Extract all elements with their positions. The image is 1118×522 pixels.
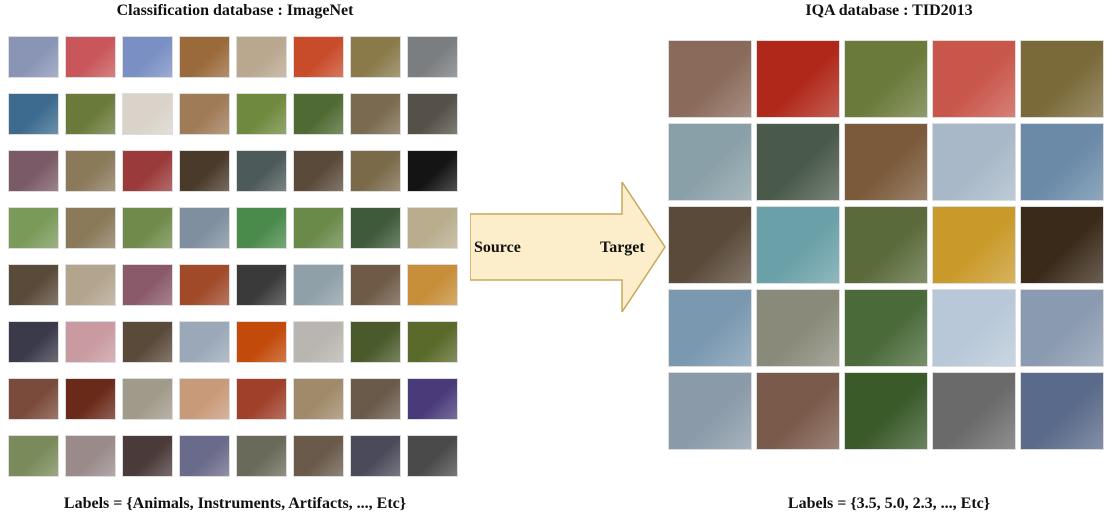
imagenet-thumbnail	[293, 264, 344, 306]
imagenet-thumbnail	[293, 93, 344, 135]
imagenet-thumbnail	[407, 36, 458, 78]
imagenet-thumbnail	[407, 378, 458, 420]
imagenet-thumbnail	[350, 378, 401, 420]
imagenet-thumbnail	[179, 378, 230, 420]
imagenet-thumbnail	[350, 435, 401, 477]
imagenet-thumbnail	[293, 378, 344, 420]
imagenet-thumbnail	[8, 264, 59, 306]
imagenet-thumbnail	[122, 150, 173, 192]
imagenet-thumbnail	[293, 321, 344, 363]
imagenet-thumbnail	[407, 321, 458, 363]
imagenet-thumbnail	[65, 378, 116, 420]
tid2013-thumbnail	[1020, 206, 1104, 284]
imagenet-thumbnail	[293, 435, 344, 477]
imagenet-thumbnail	[236, 150, 287, 192]
imagenet-thumbnail	[8, 378, 59, 420]
tid2013-thumbnail	[1020, 123, 1104, 201]
tid2013-thumbnail	[668, 123, 752, 201]
imagenet-thumbnail	[8, 435, 59, 477]
arrow-target-label: Target	[600, 239, 645, 256]
imagenet-thumbnail	[179, 36, 230, 78]
imagenet-thumbnail	[65, 435, 116, 477]
imagenet-thumbnail	[236, 378, 287, 420]
imagenet-thumbnail	[8, 93, 59, 135]
imagenet-thumbnail	[8, 150, 59, 192]
imagenet-thumbnail	[407, 207, 458, 249]
left-panel-labels: Labels = {Animals, Instruments, Artifact…	[63, 495, 407, 512]
tid2013-thumbnail	[756, 123, 840, 201]
imagenet-thumbnail	[236, 93, 287, 135]
tid2013-thumbnail	[932, 289, 1016, 367]
imagenet-thumbnail	[179, 435, 230, 477]
imagenet-thumbnail	[293, 36, 344, 78]
imagenet-thumbnail	[407, 93, 458, 135]
imagenet-thumbnail	[236, 264, 287, 306]
transfer-arrow: Source Target	[470, 182, 666, 312]
imagenet-thumbnail	[293, 150, 344, 192]
imagenet-thumbnail	[350, 150, 401, 192]
imagenet-thumbnail	[65, 150, 116, 192]
tid2013-thumbnail	[668, 206, 752, 284]
imagenet-thumbnail	[122, 435, 173, 477]
tid2013-thumbnail	[756, 289, 840, 367]
imagenet-thumbnail	[8, 321, 59, 363]
imagenet-thumbnail	[179, 321, 230, 363]
imagenet-thumbnail	[179, 150, 230, 192]
tid2013-thumbnail	[756, 206, 840, 284]
tid2013-thumbnail	[932, 206, 1016, 284]
tid2013-thumbnail	[1020, 40, 1104, 118]
right-panel-labels: Labels = {3.5, 5.0, 2.3, ..., Etc}	[787, 495, 991, 512]
tid2013-thumbnail	[668, 372, 752, 450]
imagenet-thumbnail	[179, 93, 230, 135]
imagenet-thumbnail	[65, 321, 116, 363]
imagenet-thumbnail	[407, 264, 458, 306]
imagenet-thumbnail	[350, 93, 401, 135]
imagenet-thumbnail	[293, 207, 344, 249]
tid2013-thumbnail	[1020, 289, 1104, 367]
tid2013-thumbnail	[844, 123, 928, 201]
imagenet-thumbnail	[350, 264, 401, 306]
imagenet-thumbnail	[65, 207, 116, 249]
imagenet-thumbnail	[122, 321, 173, 363]
imagenet-thumbnail	[407, 435, 458, 477]
imagenet-thumbnail	[179, 207, 230, 249]
tid2013-thumbnail	[1020, 372, 1104, 450]
imagenet-thumbnail	[122, 93, 173, 135]
imagenet-thumbnail	[65, 264, 116, 306]
imagenet-thumbnail	[122, 264, 173, 306]
imagenet-thumbnail	[350, 207, 401, 249]
tid2013-thumbnail	[932, 123, 1016, 201]
imagenet-thumbnail	[8, 207, 59, 249]
right-panel-title: IQA database : TID2013	[805, 2, 973, 19]
imagenet-thumbnail	[350, 36, 401, 78]
tid2013-thumbnail	[932, 372, 1016, 450]
tid2013-thumbnail	[668, 40, 752, 118]
imagenet-thumbnail	[122, 207, 173, 249]
tid2013-thumbnail	[844, 40, 928, 118]
tid2013-thumbnail	[756, 372, 840, 450]
arrow-shape	[470, 182, 666, 312]
arrow-source-label: Source	[474, 239, 521, 256]
imagenet-thumbnail	[236, 207, 287, 249]
imagenet-thumbnail	[65, 93, 116, 135]
imagenet-thumbnail	[122, 36, 173, 78]
imagenet-thumbnail	[179, 264, 230, 306]
imagenet-thumbnail	[236, 435, 287, 477]
tid2013-thumbnail	[932, 40, 1016, 118]
imagenet-thumbnail	[236, 36, 287, 78]
tid2013-thumbnail	[668, 289, 752, 367]
left-panel-title: Classification database : ImageNet	[116, 2, 354, 19]
imagenet-thumbnail	[8, 36, 59, 78]
imagenet-thumbnail	[122, 378, 173, 420]
tid2013-thumbnail	[844, 289, 928, 367]
imagenet-thumbnail	[65, 36, 116, 78]
imagenet-thumbnail	[236, 321, 287, 363]
imagenet-thumbnail	[350, 321, 401, 363]
tid2013-thumbnail	[844, 206, 928, 284]
imagenet-thumbnail	[407, 150, 458, 192]
tid2013-thumbnail	[756, 40, 840, 118]
tid2013-thumbnail	[844, 372, 928, 450]
